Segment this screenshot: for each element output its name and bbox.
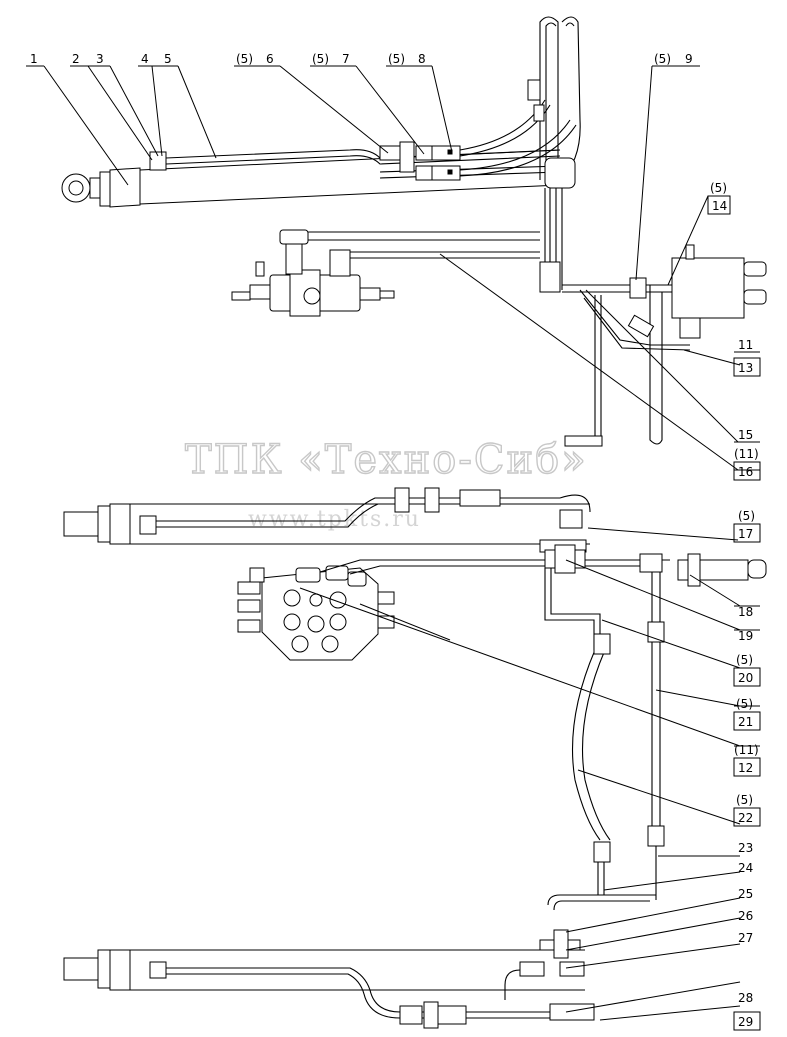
callout-boxes [707, 195, 761, 1031]
top-assembly [61, 16, 767, 447]
callout-20-qty: (5) [736, 653, 753, 667]
callout-21: 21 [738, 715, 753, 729]
callout-6: 6 [266, 52, 274, 66]
callout-labels: 1 2 3 4 5 (5) 6 (5) 7 (5) 8 (5) 9 (5) 14… [30, 52, 759, 1029]
callout-13: 13 [738, 361, 753, 375]
hydraulic-cylinder-top [61, 149, 561, 208]
callout-15: 15 [738, 428, 753, 442]
callout-9: 9 [685, 52, 693, 66]
callout-28: 28 [738, 991, 753, 1005]
callout-19: 19 [738, 629, 753, 643]
callout-16-qty: (11) [734, 447, 759, 461]
watermark-url: www.tpkts.ru [248, 507, 421, 532]
callout-14-qty: (5) [710, 181, 727, 195]
callout-1: 1 [30, 52, 38, 66]
callout-11: 11 [738, 338, 753, 352]
middle-assembly [63, 487, 767, 900]
callout-22: 22 [738, 811, 753, 825]
callout-9-qty: (5) [654, 52, 671, 66]
watermark-title: ТПК «Техно-Сиб» [185, 437, 588, 483]
callout-17: 17 [738, 527, 753, 541]
right-fitting-middle [639, 553, 767, 587]
callout-3: 3 [96, 52, 104, 66]
callout-16: 16 [738, 465, 753, 479]
watermark: ТПК «Техно-Сиб» www.tpkts.ru [184, 436, 588, 532]
callout-7-qty: (5) [312, 52, 329, 66]
callout-7: 7 [342, 52, 350, 66]
distributor-valve-middle [237, 565, 395, 661]
leader-lines [26, 65, 760, 1021]
callout-14: 14 [712, 199, 727, 213]
callout-17-qty: (5) [738, 509, 755, 523]
hydraulic-cylinder-bottom [63, 949, 585, 991]
callout-12: 12 [738, 761, 753, 775]
bottom-assembly [63, 894, 656, 1029]
callout-5: 5 [164, 52, 172, 66]
callout-8: 8 [418, 52, 426, 66]
callout-8-qty: (5) [388, 52, 405, 66]
callout-27: 27 [738, 931, 753, 945]
callout-2: 2 [72, 52, 80, 66]
callout-18: 18 [738, 605, 753, 619]
hose-loop-top [459, 16, 581, 189]
callout-23: 23 [738, 841, 753, 855]
callout-21-qty: (5) [736, 697, 753, 711]
callout-12-qty: (11) [734, 743, 759, 757]
callout-4: 4 [141, 52, 149, 66]
callout-6-qty: (5) [236, 52, 253, 66]
callout-24: 24 [738, 861, 753, 875]
callout-22-qty: (5) [736, 793, 753, 807]
callout-25: 25 [738, 887, 753, 901]
callout-26: 26 [738, 909, 753, 923]
distributor-valve-top [231, 229, 540, 317]
control-valve-right [562, 244, 767, 447]
callout-20: 20 [738, 671, 753, 685]
callout-29: 29 [738, 1015, 753, 1029]
